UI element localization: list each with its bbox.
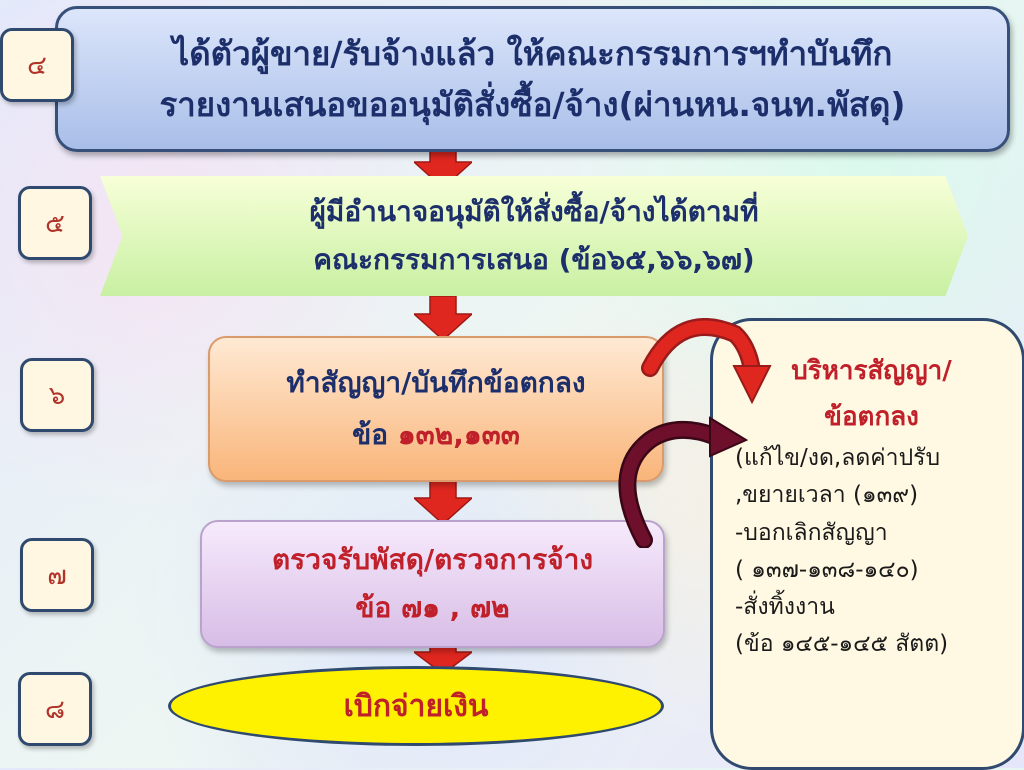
side-line-4: ( ๑๓๗-๑๓๘-๑๔๐)	[735, 556, 919, 583]
step-6-ref-numbers: ๑๓๒,๑๓๓	[397, 418, 520, 451]
step-4-box: ได้ตัวผู้ขาย/รับจ้างแล้ว ให้คณะกรรมการฯท…	[55, 6, 1010, 152]
side-title-line-1: บริหารสัญญา/	[791, 356, 952, 386]
curved-arrow-red	[641, 318, 772, 405]
step-6-line-2: ข้อ ๑๓๒,๑๓๓	[352, 409, 520, 461]
step-5-line-1: ผู้มีอำนาจอนุมัติให้สั่งซื้อ/จ้างได้ตามท…	[309, 195, 759, 229]
step-7-line-2: ข้อ ๗๑ , ๗๒	[355, 584, 509, 632]
step-4-line-1: ได้ตัวผู้ขาย/รับจ้างแล้ว ให้คณะกรรมการฯท…	[172, 33, 893, 73]
step-number-5: ๕	[18, 186, 92, 260]
step-8-label: เบิกจ่ายเงิน	[343, 688, 489, 724]
step-7-ref-label: ข้อ	[355, 591, 402, 624]
step-5-line-2: คณะกรรมการเสนอ (ข้อ๖๕,๖๖,๖๗)	[313, 243, 755, 276]
step-6-box: ทำสัญญา/บันทึกข้อตกลง ข้อ ๑๓๒,๑๓๓	[208, 336, 664, 482]
step-6-ref-label: ข้อ	[352, 418, 398, 451]
step-number-6: ๖	[20, 358, 94, 432]
curved-arrow-dark	[618, 416, 748, 548]
step-6-line-1: ทำสัญญา/บันทึกข้อตกลง	[286, 366, 586, 400]
step-number-7: ๗	[20, 538, 94, 612]
down-arrow-5-6	[414, 296, 472, 340]
step-number-8: ๘	[18, 672, 92, 746]
contract-management-panel: บริหารสัญญา/ ข้อตกลง (แก้ไข/งด,ลดค่าปรับ…	[710, 318, 1024, 770]
down-arrow-6-7	[414, 480, 472, 524]
side-title-line-2: ข้อตกลง	[824, 401, 919, 432]
step-8-ellipse: เบิกจ่ายเงิน	[168, 666, 664, 746]
side-line-2: ,ขยายเวลา (๑๓๙)	[735, 482, 919, 509]
step-7-line-1: ตรวจรับพัสดุ/ตรวจการจ้าง	[272, 543, 593, 577]
side-line-6: (ข้อ ๑๔๕-๑๔๕ สัตต)	[735, 631, 949, 658]
step-4-line-2: รายงานเสนอขออนุมัติสั่งซื้อ/จ้าง(ผ่านหน.…	[159, 85, 906, 124]
step-7-ref-numbers: ๗๑ , ๗๒	[401, 591, 510, 624]
step-7-box: ตรวจรับพัสดุ/ตรวจการจ้าง ข้อ ๗๑ , ๗๒	[200, 520, 665, 648]
side-line-5: -สั่งทิ้งงาน	[735, 594, 835, 620]
step-number-4: ๔	[0, 28, 74, 102]
side-line-3: -บอกเลิกสัญญา	[735, 519, 888, 546]
step-5-chevron: ผู้มีอำนาจอนุมัติให้สั่งซื้อ/จ้างได้ตามท…	[100, 176, 968, 296]
side-line-1: (แก้ไข/งด,ลดค่าปรับ	[735, 445, 941, 471]
